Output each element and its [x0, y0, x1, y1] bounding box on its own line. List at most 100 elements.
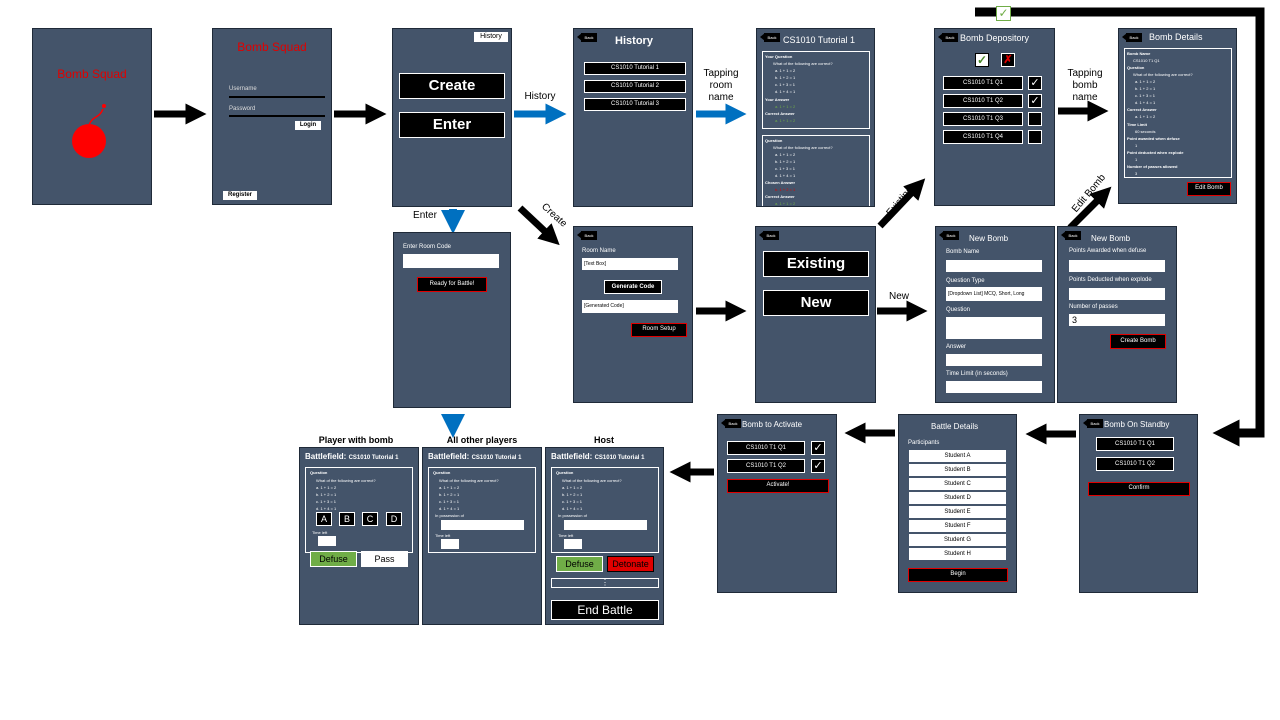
bomb-name-input[interactable]: [946, 260, 1042, 272]
question-input[interactable]: [946, 317, 1042, 339]
create-button[interactable]: Create: [399, 73, 505, 99]
question-text: What of the following are correct?: [439, 478, 499, 483]
create-bomb-button[interactable]: Create Bomb: [1110, 334, 1166, 349]
activate-title: Bomb to Activate: [742, 420, 803, 429]
response-card: [762, 135, 870, 206]
bomb-name-label: Bomb Name: [946, 249, 980, 255]
bomb-checkbox-checked[interactable]: ✓: [1028, 76, 1042, 90]
history-button[interactable]: History: [474, 32, 508, 42]
option-a: a. 1 + 1 = 2: [562, 485, 583, 490]
points-defuse-label: Point awarded when defuse: [1127, 136, 1180, 141]
history-item[interactable]: CS1010 Tutorial 3: [584, 98, 686, 111]
answer-b-button[interactable]: B: [339, 512, 355, 526]
activate-item[interactable]: CS1010 T1 Q2: [727, 459, 805, 473]
back-button[interactable]: Back: [1061, 231, 1083, 240]
splash-screen: Bomb Squad: [32, 28, 152, 205]
existing-button[interactable]: Existing: [763, 251, 869, 277]
back-button[interactable]: Back: [760, 33, 782, 42]
history-item[interactable]: CS1010 Tutorial 1: [584, 62, 686, 75]
caption-all-other-players: All other players: [446, 435, 518, 445]
question-type-select[interactable]: [Dropdown List] MCQ, Short, Long: [946, 287, 1042, 301]
points-explode: 1: [1135, 157, 1138, 162]
password-label: Password: [229, 106, 256, 112]
back-button[interactable]: Back: [938, 33, 960, 42]
question-label: Question: [946, 307, 971, 313]
room-name-input[interactable]: [Text Box]: [582, 258, 678, 270]
activate-checkbox-checked[interactable]: ✓: [811, 459, 825, 473]
time-limit-input[interactable]: [946, 381, 1042, 393]
defuse-button[interactable]: Defuse: [556, 556, 603, 572]
answer-d-button[interactable]: D: [386, 512, 402, 526]
ready-for-battle-button[interactable]: Ready for Battle!: [417, 277, 487, 292]
question-card: [551, 467, 659, 553]
bomb-item[interactable]: CS1010 T1 Q1: [943, 76, 1023, 90]
correct-answer: a. 1 + 1 = 2: [1135, 114, 1156, 119]
bomb-checkbox[interactable]: [1028, 130, 1042, 144]
bomb-name-label: Bomb Name: [1127, 51, 1151, 56]
back-button[interactable]: Back: [577, 231, 599, 240]
history-item[interactable]: CS1010 Tutorial 2: [584, 80, 686, 93]
back-button[interactable]: Back: [1122, 33, 1144, 42]
pass-button[interactable]: Pass: [361, 551, 408, 567]
username-field[interactable]: [229, 96, 325, 98]
username-label: Username: [229, 86, 257, 92]
back-button[interactable]: Back: [721, 419, 743, 428]
participant-item: Student C: [909, 478, 1006, 490]
activate-item[interactable]: CS1010 T1 Q1: [727, 441, 805, 455]
bomb-item[interactable]: CS1010 T1 Q3: [943, 112, 1023, 126]
end-battle-button[interactable]: End Battle: [551, 600, 659, 620]
register-button[interactable]: Register: [223, 191, 257, 200]
back-button[interactable]: Back: [759, 231, 781, 240]
bomb-checkbox[interactable]: [1028, 112, 1042, 126]
login-button[interactable]: Login: [295, 121, 321, 130]
bomb-checkbox-checked[interactable]: ✓: [1028, 94, 1042, 108]
passes-input[interactable]: 3: [1069, 314, 1165, 326]
time-left-label: Time left: [435, 533, 451, 538]
new-bomb-screen: Back New Bomb Bomb Name Question Type [D…: [935, 226, 1055, 403]
edit-bomb-button[interactable]: Edit Bomb: [1187, 182, 1231, 196]
room-setup-button[interactable]: Room Setup: [631, 323, 687, 337]
detonate-button[interactable]: Detonate: [607, 556, 654, 572]
room-code-input[interactable]: [403, 254, 499, 268]
answer-c-button[interactable]: C: [362, 512, 378, 526]
passes-label: Number of passes allowed: [1127, 164, 1178, 169]
back-button[interactable]: Back: [939, 231, 961, 240]
time-left-field: [564, 539, 582, 549]
generate-code-button[interactable]: Generate Code: [604, 280, 662, 294]
question-label: Question: [1127, 65, 1145, 70]
time-limit-label: Time Limit (in seconds): [946, 371, 1008, 377]
answer-input[interactable]: [946, 354, 1042, 366]
passes-label: Number of passes: [1069, 304, 1118, 310]
begin-button[interactable]: Begin: [908, 568, 1008, 582]
activate-checkbox-checked[interactable]: ✓: [811, 441, 825, 455]
standby-item[interactable]: CS1010 T1 Q2: [1096, 457, 1174, 471]
more-options-button[interactable]: ⋮: [551, 578, 659, 588]
question-label: Question: [556, 470, 574, 475]
bomb-item[interactable]: CS1010 T1 Q2: [943, 94, 1023, 108]
points-deducted-input[interactable]: [1069, 288, 1165, 300]
enter-button[interactable]: Enter: [399, 112, 505, 138]
points-awarded-input[interactable]: [1069, 260, 1165, 272]
select-all-check-icon[interactable]: ✓: [975, 53, 989, 67]
possession-field: [564, 520, 647, 530]
battlefield-player-screen: Battlefield: CS1010 Tutorial 1 Question …: [299, 447, 419, 625]
standby-item[interactable]: CS1010 T1 Q1: [1096, 437, 1174, 451]
defuse-button[interactable]: Defuse: [310, 551, 357, 567]
deselect-cross-icon[interactable]: ✗: [1001, 53, 1015, 67]
back-button[interactable]: Back: [1083, 419, 1105, 428]
answer-a-button[interactable]: A: [316, 512, 332, 526]
back-button[interactable]: Back: [577, 33, 599, 42]
question-text: What of the following are correct?: [316, 478, 376, 483]
confirm-button[interactable]: Confirm: [1088, 482, 1190, 496]
bomb-item[interactable]: CS1010 T1 Q4: [943, 130, 1023, 144]
password-field[interactable]: [229, 115, 325, 117]
new-button[interactable]: New: [763, 290, 869, 316]
option-a: a. 1 + 1 = 2: [439, 485, 460, 490]
option-b: b. 1 + 2 = 1: [316, 492, 337, 497]
bomb-details-screen: Back Bomb Details Bomb Name CS1010 T1 Q1…: [1118, 28, 1237, 204]
tutorial-title: CS1010 Tutorial 1: [783, 35, 856, 45]
option-a: a. 1 + 1 = 2: [775, 68, 796, 73]
activate-button[interactable]: Activate!: [727, 479, 829, 493]
details-title: Bomb Details: [1149, 32, 1203, 42]
